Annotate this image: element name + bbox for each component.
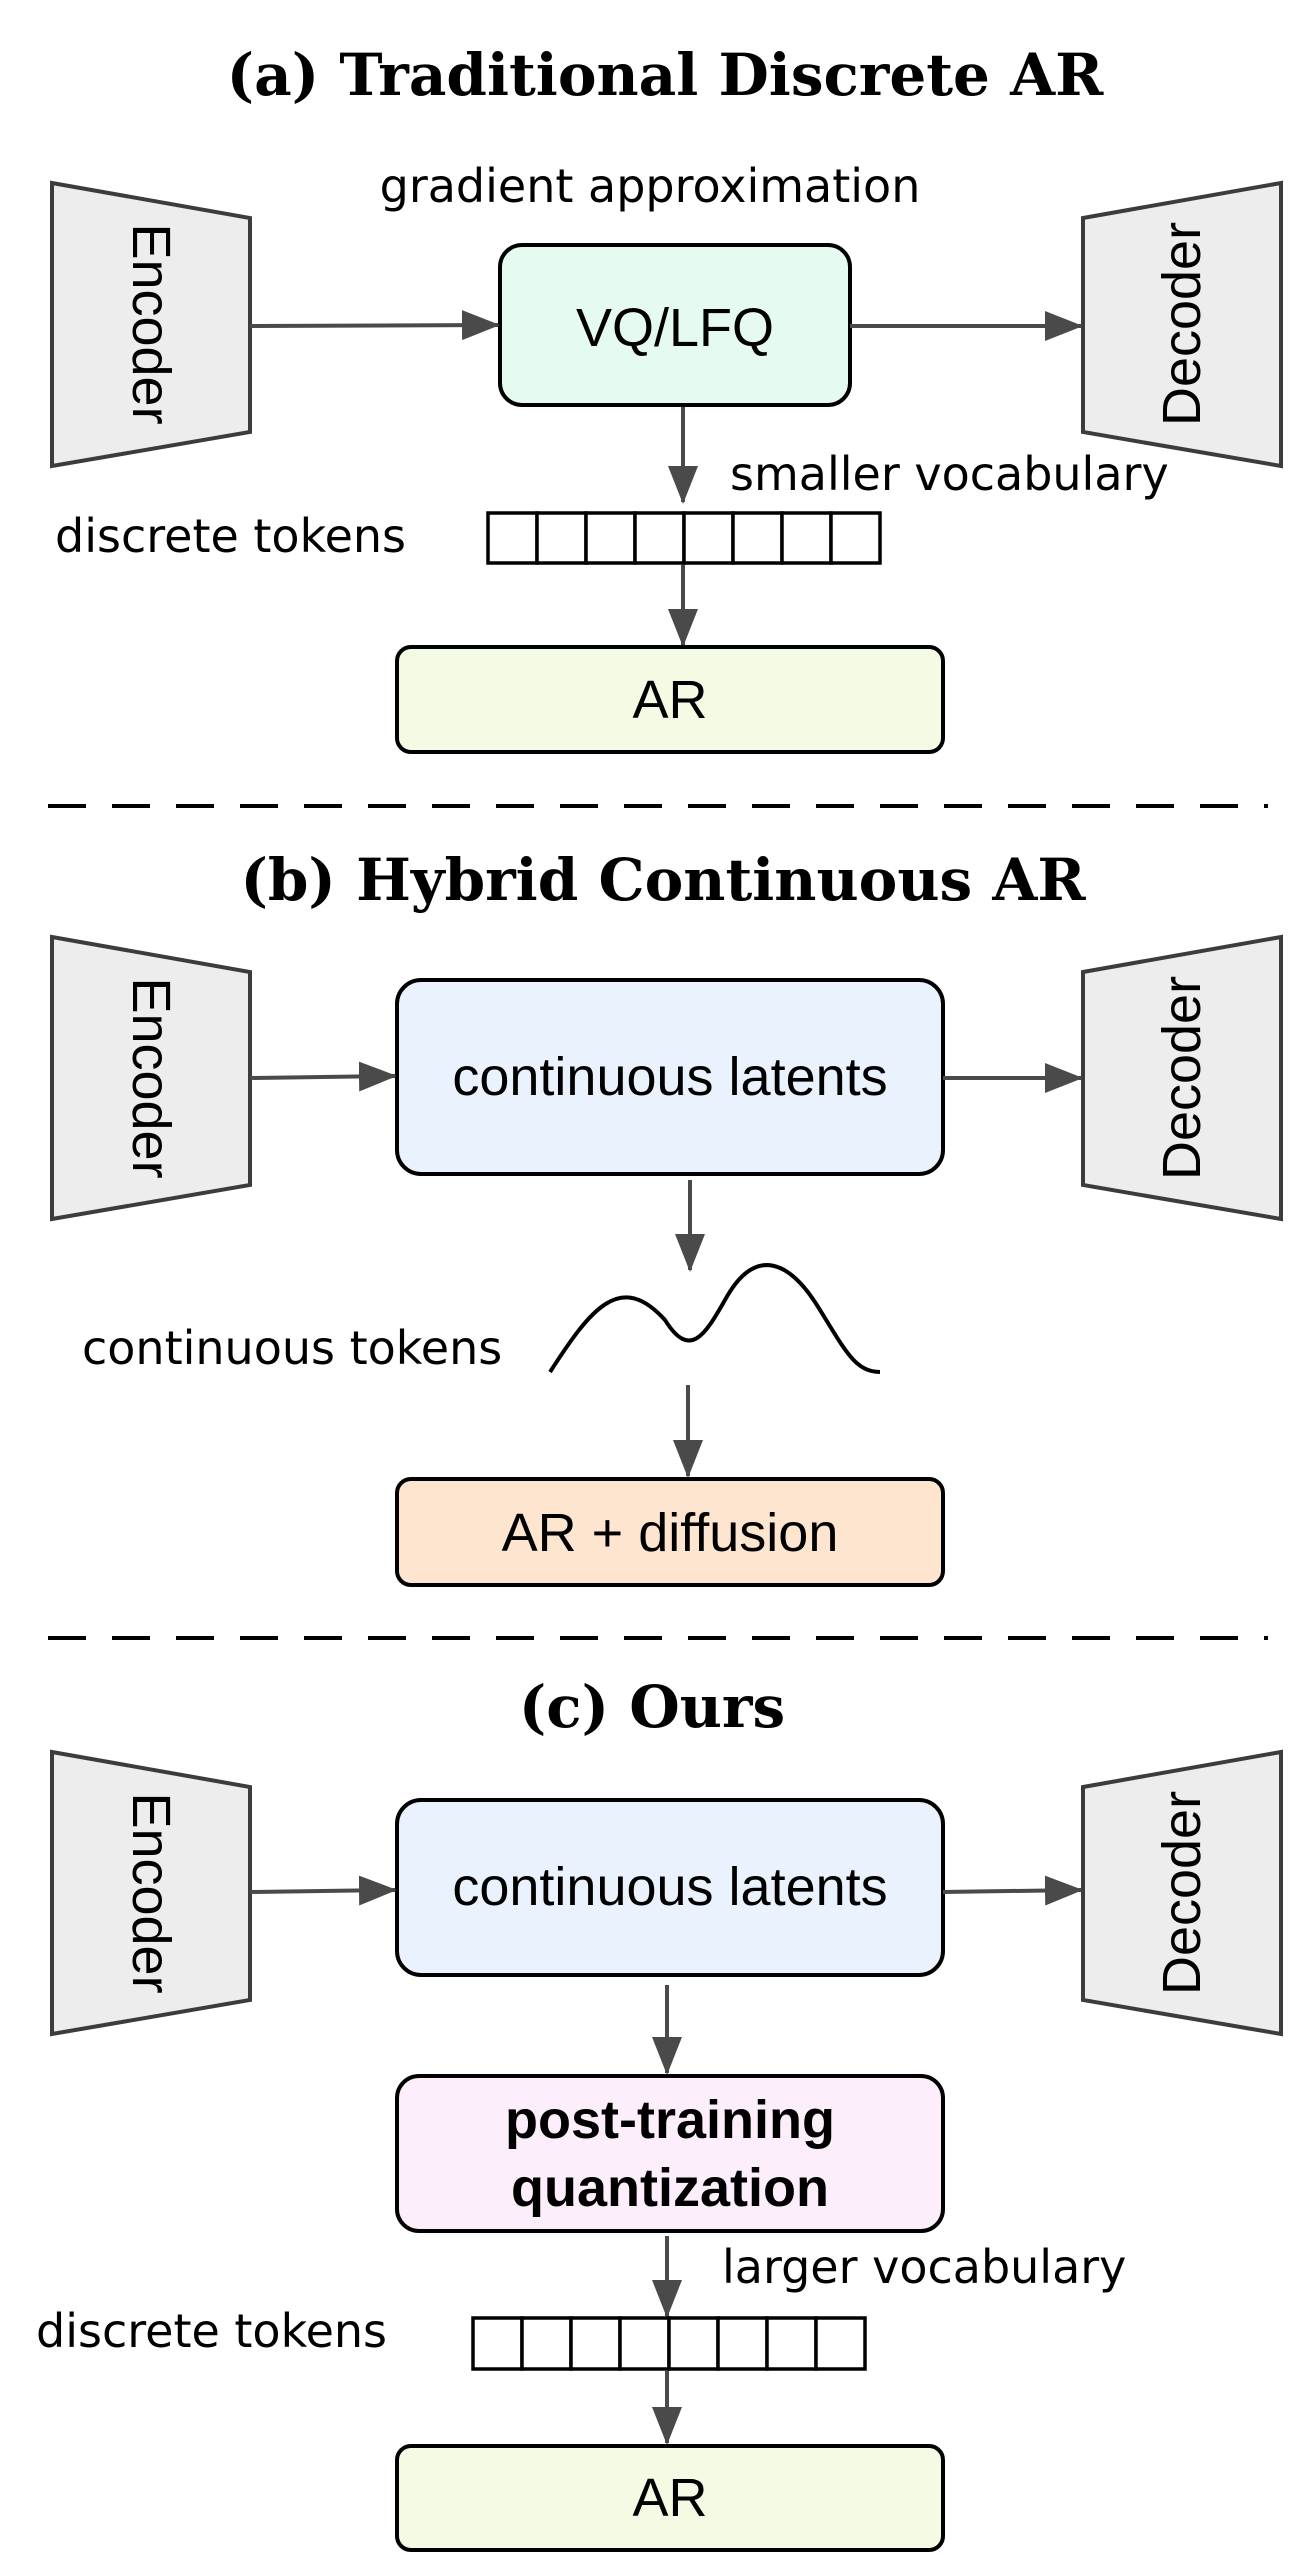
encoder-block: [50, 1749, 252, 2037]
discrete-tokens-label: discrete tokens: [36, 2304, 387, 2358]
token-cell-icon: [682, 511, 735, 565]
decoder-block: [1081, 180, 1283, 469]
token-cell-icon: [765, 2316, 818, 2371]
encoder-label: Encoder: [121, 223, 181, 424]
discrete-token-strip: [486, 511, 882, 565]
token-cell-icon: [667, 2316, 720, 2371]
token-cell-icon: [569, 2316, 622, 2371]
token-cell-icon: [584, 511, 637, 565]
section-c-title: (c) Ours: [519, 1673, 785, 1741]
discrete-token-strip: [471, 2316, 867, 2371]
token-cell-icon: [814, 2316, 867, 2371]
decoder-label: Decoder: [1152, 976, 1212, 1180]
encoder-block: [50, 180, 252, 469]
token-cell-icon: [486, 511, 539, 565]
arrow-icon: [249, 310, 500, 341]
token-cell-icon: [618, 2316, 671, 2371]
token-cell-icon: [780, 511, 833, 565]
token-cell-icon: [520, 2316, 573, 2371]
token-cell-icon: [471, 2316, 524, 2371]
ptq-label-line2: quantization: [511, 2158, 829, 2218]
continuous-latents-box: [395, 1798, 945, 1977]
ar-diffusion-box: [395, 1477, 945, 1587]
decoder-label: Decoder: [1152, 1791, 1212, 1995]
larger-vocabulary-note: larger vocabulary: [722, 2240, 1126, 2294]
section-b: (b) Hybrid Continuous AR Encoder Decoder…: [50, 846, 1283, 1587]
token-cell-icon: [716, 2316, 769, 2371]
arrow-icon: [249, 1875, 397, 1906]
continuous-latents-label: continuous latents: [452, 1047, 887, 1107]
continuous-latents-label: continuous latents: [452, 1857, 887, 1917]
section-a-title: (a) Traditional Discrete AR: [227, 41, 1104, 109]
continuous-tokens-label: continuous tokens: [82, 1321, 502, 1375]
section-b-title: (b) Hybrid Continuous AR: [240, 846, 1086, 914]
encoder-label: Encoder: [121, 1792, 181, 1993]
smaller-vocabulary-note: smaller vocabulary: [730, 447, 1169, 501]
decoder-block: [1081, 934, 1283, 1222]
encoder-block: [50, 934, 252, 1222]
arrow-icon: [942, 1875, 1083, 1906]
ptq-label-line1: post-training: [505, 2090, 835, 2150]
decoder-block: [1081, 1749, 1283, 2037]
ar-label: AR: [632, 2468, 707, 2528]
ar-box: [395, 2444, 945, 2552]
decoder-label: Decoder: [1152, 222, 1212, 426]
token-cell-icon: [535, 511, 588, 565]
token-cell-icon: [829, 511, 882, 565]
token-cell-icon: [633, 511, 686, 565]
arrow-icon: [249, 1061, 397, 1092]
quantizer-label: VQ/LFQ: [576, 298, 774, 358]
encoder-label: Encoder: [121, 977, 181, 1178]
token-cell-icon: [731, 511, 784, 565]
wave-icon: [548, 1263, 881, 1374]
discrete-tokens-label: discrete tokens: [55, 509, 406, 563]
gradient-approximation-note: gradient approximation: [380, 159, 921, 213]
post-training-quantization-box: [395, 2074, 945, 2233]
ar-box: [395, 645, 945, 754]
ar-diffusion-label: AR + diffusion: [502, 1503, 839, 1563]
ar-label: AR: [632, 670, 707, 730]
section-a: (a) Traditional Discrete AR Encoder Deco…: [50, 41, 1283, 754]
section-c: (c) Ours Encoder Decoder continuous late…: [36, 1673, 1283, 2552]
